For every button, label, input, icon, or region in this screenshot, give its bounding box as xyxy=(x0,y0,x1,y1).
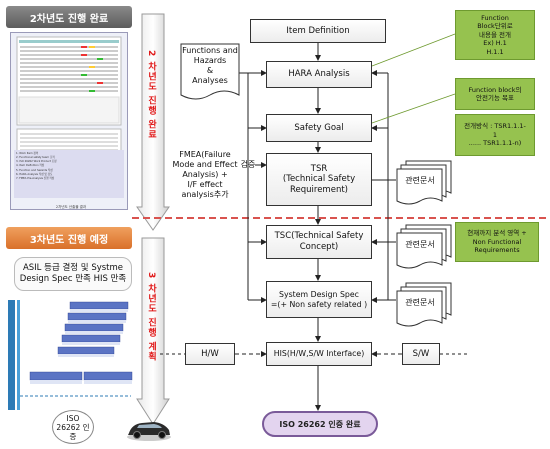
tsc-label: TSC(Technical Safety Concept) xyxy=(274,231,364,252)
year3-down-arrow xyxy=(136,237,170,425)
related-docs-label-2: 관련문서 xyxy=(405,239,435,249)
current-scope-note: 현재까지 분석 영역 + Non Functional Requirements xyxy=(455,222,539,262)
sw-label: S/W xyxy=(412,348,430,359)
year2-banner: 2차년도 진행 완료 xyxy=(6,6,132,28)
deliverable-item: 7. FMEA Pre-Analysis 진행 작성 xyxy=(16,176,55,180)
function-safety-note-text: Function block의 안전기능 목표 xyxy=(468,85,522,102)
sw-box: S/W xyxy=(402,343,440,365)
year-divider-line xyxy=(132,217,550,219)
thumbnail-caption: 2차년도 산출물 결과 xyxy=(55,205,87,209)
item-definition-label: Item Definition xyxy=(286,25,350,36)
item-definition-box: Item Definition xyxy=(250,19,386,43)
functions-document-shape xyxy=(180,43,240,100)
tsr-label: TSR (Technical Safety Requirement) xyxy=(282,163,356,195)
his-box: HIS(H/W,S/W Interface) xyxy=(266,342,372,366)
fmea-label: FMEA(Failure Mode and Effect Analysis) +… xyxy=(172,150,238,199)
verify-label: 검증 xyxy=(240,160,256,169)
functions-hazards-label: Functions and Hazards & Analyses xyxy=(182,46,238,85)
hw-box: H/W xyxy=(185,343,235,365)
tsr-box: TSR (Technical Safety Requirement) xyxy=(266,153,372,206)
hw-label: H/W xyxy=(201,348,219,359)
deliverable-item: 1. Work Item 정의 xyxy=(16,152,39,155)
system-design-spec-label: System Design Spec =(+ Non safety relate… xyxy=(270,289,368,309)
year3-banner: 3차년도 진행 예정 xyxy=(6,227,132,249)
deliverable-item: 3. ISO 26262 Work Product 조정 xyxy=(16,160,57,164)
asil-goal-box: ASIL 등급 결정 및 Systme Design Spec 만족 HIS 만… xyxy=(14,257,132,291)
hara-analysis-label: HARA Analysis xyxy=(288,69,350,80)
function-block-note: Function Block단위로 내용을 전개 Ex) H.1 H.1.1 xyxy=(455,10,535,60)
deliverable-item: 6. HARA Analysis 작성 및 검토 xyxy=(16,172,53,176)
deliverable-item: 4. Item Definition 작성 xyxy=(16,164,45,168)
related-docs-stack-3 xyxy=(396,282,452,327)
tsc-box: TSC(Technical Safety Concept) xyxy=(266,225,372,259)
related-docs-label-3: 관련문서 xyxy=(405,297,435,307)
car-icon xyxy=(127,422,171,441)
current-scope-note-text: 현재까지 분석 영역 + Non Functional Requirements xyxy=(467,229,527,255)
function-block-note-text: Function Block단위로 내용을 전개 Ex) H.1 H.1.1 xyxy=(477,13,513,56)
v-model-graphic xyxy=(8,300,133,410)
expansion-note-text: 전개방식 : TSR1.1.1- 1 ...... TSR1.1.1-n) xyxy=(464,122,526,148)
iso-certification-text: ISO 26262 인증 xyxy=(56,413,90,441)
system-design-spec-box: System Design Spec =(+ Non safety relate… xyxy=(266,281,372,318)
safety-goal-box: Safety Goal xyxy=(266,114,372,142)
safety-goal-label: Safety Goal xyxy=(294,122,344,133)
year3-vertical-label: 3 차년도 진행 계획 xyxy=(146,272,156,362)
asil-goal-text: ASIL 등급 결정 및 Systme Design Spec 만족 HIS 만… xyxy=(19,262,127,284)
deliverable-item: 2. Functional safety team 조직 xyxy=(16,156,55,160)
related-docs-stack-2 xyxy=(396,224,452,269)
related-docs-stack-1 xyxy=(396,160,452,205)
related-docs-label-1: 관련문서 xyxy=(405,175,435,185)
iso-certification-complete: ISO 26262 인증 완료 xyxy=(262,411,378,437)
deliverables-list: 1. Work Item 정의 2. Functional safety tea… xyxy=(14,150,124,198)
deliverable-item: 5. Function and hazards 작성 xyxy=(16,168,53,172)
v-model-diagram xyxy=(8,300,133,410)
his-label: HIS(H/W,S/W Interface) xyxy=(273,349,365,359)
hara-analysis-box: HARA Analysis xyxy=(266,61,372,88)
function-safety-note: Function block의 안전기능 목표 xyxy=(455,78,535,110)
iso-certification-circle: ISO 26262 인증 xyxy=(52,410,94,444)
expansion-note: 전개방식 : TSR1.1.1- 1 ...... TSR1.1.1-n) xyxy=(455,114,535,156)
year2-vertical-label: 2 차년도 진행 완료 xyxy=(146,50,156,140)
iso-certification-complete-label: ISO 26262 인증 완료 xyxy=(279,419,361,429)
